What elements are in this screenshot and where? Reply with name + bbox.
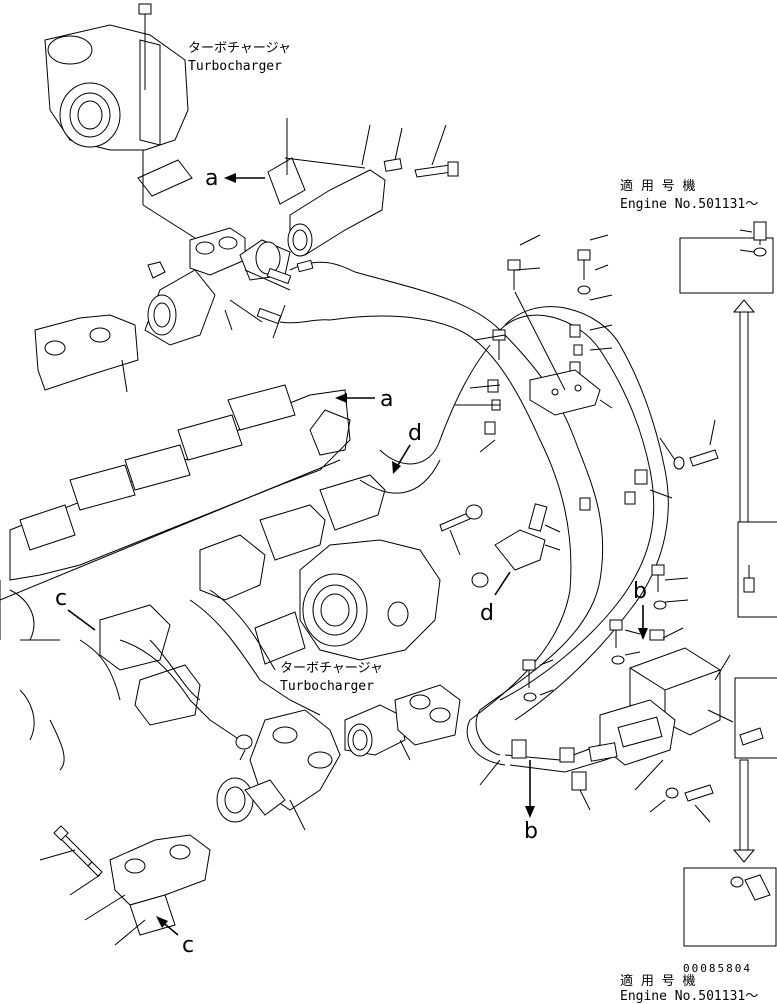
exhaust-manifold-lower-center: [216, 709, 341, 823]
ref-d-bottom-label: d: [480, 601, 494, 626]
turbo-mid-jp-label: ターボチャージャ: [280, 661, 383, 676]
turbo-gasket: [137, 159, 193, 197]
engine-block: [0, 384, 351, 771]
serial-top-en-label: Engine No.501131～: [620, 197, 758, 212]
exhaust-manifold-block: [99, 474, 386, 726]
serial-box-top: [679, 221, 774, 294]
nut-middle: [465, 504, 483, 520]
exhaust-manifold-center-top: [144, 227, 291, 346]
relay-box: [571, 647, 721, 791]
drawing-code: 00085804: [683, 962, 752, 975]
turbocharger-middle: [254, 539, 441, 665]
bolts-lower: [522, 564, 714, 802]
ref-a-top-label: a: [205, 166, 218, 191]
bracket-d: [494, 529, 546, 571]
exhaust-manifold-left-top: [34, 314, 139, 391]
ref-a-right-label: a: [380, 387, 393, 412]
turbo-mid-en-label: Turbocharger: [280, 679, 374, 694]
serial-bottom-jp-label: 適 用 号 機: [620, 973, 695, 989]
applicability-arrows: [732, 299, 777, 863]
ref-c-bottom-label: c: [182, 933, 194, 958]
serial-top-jp-label: 適 用 号 機: [620, 178, 695, 194]
nut-bracket: [471, 572, 489, 588]
exhaust-manifold-lower-right: [344, 684, 461, 757]
ref-b-top-label: b: [633, 579, 647, 604]
turbocharger-top: [44, 3, 189, 151]
serial-box-bottom: [683, 867, 777, 947]
serial-bottom-en-label: Engine No.501131～: [620, 989, 758, 1004]
sensor-top-1: [244, 259, 356, 291]
pipe-clamps: [484, 324, 648, 763]
piping-bundle: [119, 271, 669, 773]
bracket-plate: [529, 369, 601, 416]
turbo-top-jp-label: ターボチャージャ: [188, 41, 291, 56]
bolts-upper: [492, 249, 719, 470]
ref-d-top-label: d: [408, 421, 422, 446]
nut-top: [147, 261, 166, 279]
ref-b-bottom-label: b: [524, 819, 538, 844]
ref-c-block-label: c: [55, 586, 67, 611]
manifold-gasket-top: [267, 157, 306, 205]
turbo-top-en-label: Turbocharger: [188, 59, 282, 74]
ref-d-bottom-arrow: [494, 571, 511, 596]
nut-lower: [235, 734, 253, 750]
ref-c-block-arrow: [67, 609, 96, 631]
